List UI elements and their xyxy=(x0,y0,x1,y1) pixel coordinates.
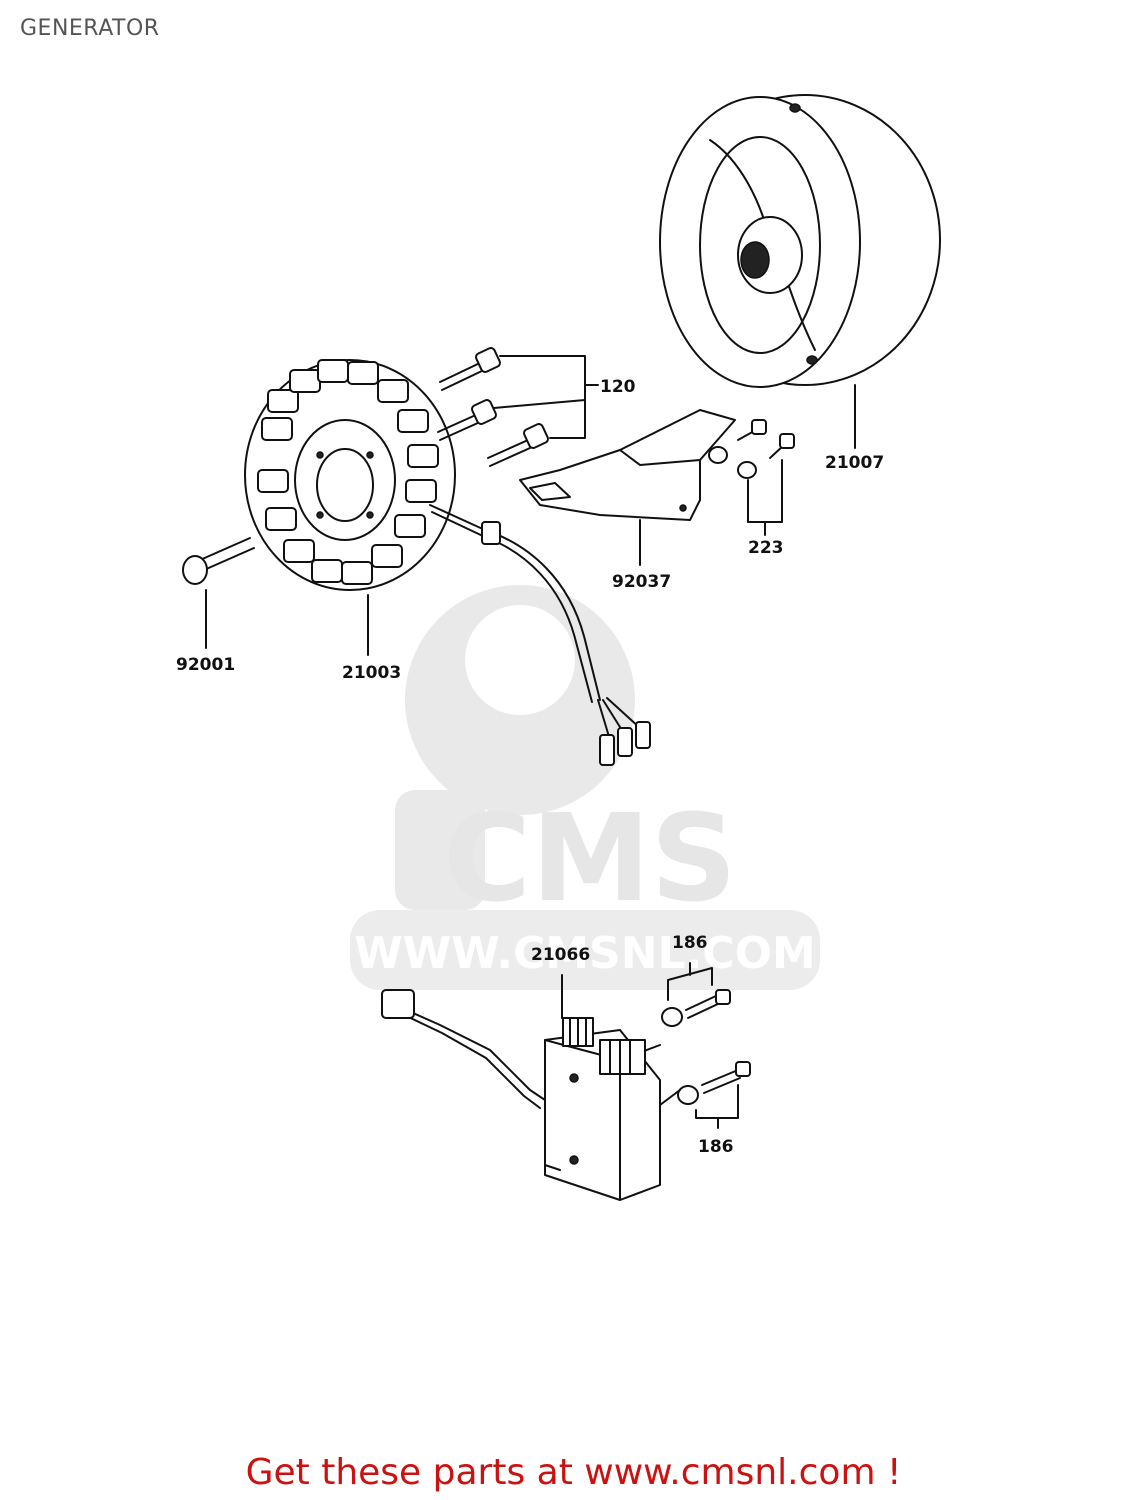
part-label-223: 223 xyxy=(748,538,784,558)
part-label-21066: 21066 xyxy=(531,945,590,965)
bracket-92037 xyxy=(519,409,736,566)
screws-120 xyxy=(437,347,599,467)
watermark-url: WWW.CMSNL.COM xyxy=(354,928,816,979)
promo-banner: Get these parts at www.cmsnl.com ! xyxy=(0,1452,1147,1493)
part-label-21007: 21007 xyxy=(825,453,884,473)
part-label-92001: 92001 xyxy=(176,655,235,675)
bolt-92001 xyxy=(182,537,255,649)
cms-watermark: CMS WWW.CMSNL.COM xyxy=(350,585,820,990)
stator-21003 xyxy=(244,359,651,766)
promo-link[interactable]: Get these parts at www.cmsnl.com ! xyxy=(245,1452,902,1493)
bolts-223 xyxy=(708,419,795,536)
part-label-120: 120 xyxy=(600,377,636,397)
part-label-186-upper: 186 xyxy=(672,933,708,953)
part-label-21003: 21003 xyxy=(342,663,401,683)
regulator-21066 xyxy=(381,974,661,1201)
watermark-brand: CMS xyxy=(443,790,737,929)
part-label-186-lower: 186 xyxy=(698,1137,734,1157)
bolts-186-lower xyxy=(659,1061,751,1129)
rotor-21007 xyxy=(659,94,941,388)
part-label-92037: 92037 xyxy=(612,572,671,592)
bolts-186-upper xyxy=(661,962,731,1027)
page-title: GENERATOR xyxy=(20,16,160,41)
